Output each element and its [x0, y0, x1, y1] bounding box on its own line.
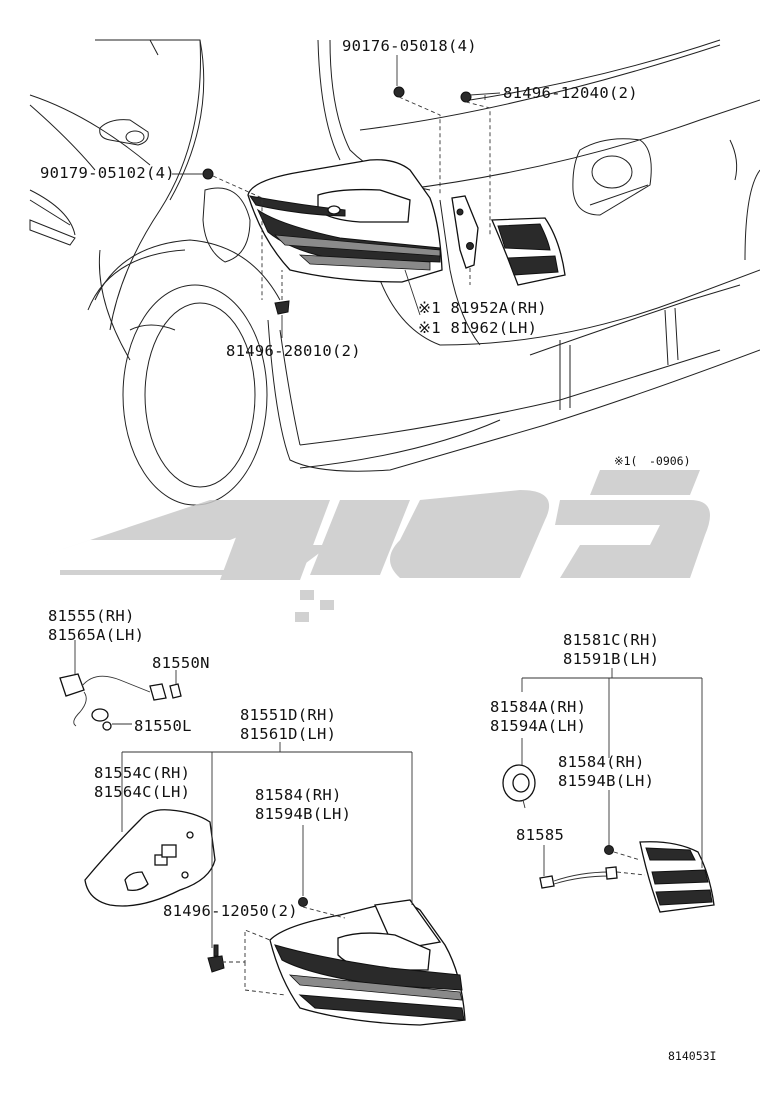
label-81551d-rh: 81551D(RH)	[240, 706, 336, 724]
figure-id: 814053I	[668, 1049, 716, 1063]
label-90176-05018: 90176-05018(4)	[342, 37, 477, 55]
label-81584a-rh: 81584A(RH)	[490, 698, 586, 716]
watermark-logo	[30, 470, 710, 622]
wire-81585	[539, 845, 618, 889]
socket-wire-assembly	[59, 640, 182, 731]
label-81594b-lh-left: 81594B(LH)	[255, 805, 351, 823]
label-81555-rh: 81555(RH)	[48, 607, 135, 625]
leader-lines-bottom-right	[521, 668, 703, 876]
fasteners-bottom-left	[207, 897, 308, 973]
label-81550l: 81550L	[134, 717, 192, 735]
label-81584-rh-left: 81584(RH)	[255, 786, 342, 804]
rear-lamp-inner-top	[491, 217, 566, 286]
label-81962-lh: ※1 81962(LH)	[418, 319, 537, 337]
label-81594b-lh-right: 81594B(LH)	[558, 772, 654, 790]
label-81496-12040: 81496-12040(2)	[503, 84, 638, 102]
labels-bottom-right: 81581C(RH) 81591B(LH) 81584A(RH) 81594A(…	[490, 631, 659, 844]
label-footnote: ※1( -0906)	[614, 454, 691, 468]
labels-top: 90176-05018(4) 81496-12040(2) 90179-0510…	[40, 37, 691, 468]
rear-combination-lamp-bottom	[269, 899, 466, 1026]
label-90179-05102: 90179-05102(4)	[40, 164, 175, 182]
label-81561d-lh: 81561D(LH)	[240, 725, 336, 743]
label-81565a-lh: 81565A(LH)	[48, 626, 144, 644]
label-81952a-rh: ※1 81952A(RH)	[418, 299, 547, 317]
socket-gasket-right	[502, 764, 536, 809]
lamp-bracket-top	[451, 195, 479, 269]
label-81581c-rh: 81581C(RH)	[563, 631, 659, 649]
label-81564c-lh: 81564C(LH)	[94, 783, 190, 801]
gasket-plate	[84, 809, 216, 907]
label-81550n: 81550N	[152, 654, 210, 672]
label-81496-28010: 81496-28010(2)	[226, 342, 361, 360]
label-81496-12050: 81496-12050(2)	[163, 902, 298, 920]
leader-lines-top	[172, 55, 501, 338]
rear-combination-lamp-top	[247, 159, 443, 283]
label-81591b-lh: 81591B(LH)	[563, 650, 659, 668]
rear-lamp-inner-bottom	[639, 841, 715, 913]
label-81594a-lh: 81594A(LH)	[490, 717, 586, 735]
car-rear-illustration	[29, 39, 760, 506]
fasteners-top	[202, 86, 472, 315]
leader-lines-bottom-left	[121, 742, 413, 996]
label-81554c-rh: 81554C(RH)	[94, 764, 190, 782]
fasteners-bottom-right	[604, 845, 614, 855]
label-81584-rh-right: 81584(RH)	[558, 753, 645, 771]
labels-bottom-left: 81555(RH) 81565A(LH) 81550N 81550L 81551…	[48, 607, 351, 920]
label-81585: 81585	[516, 826, 564, 844]
